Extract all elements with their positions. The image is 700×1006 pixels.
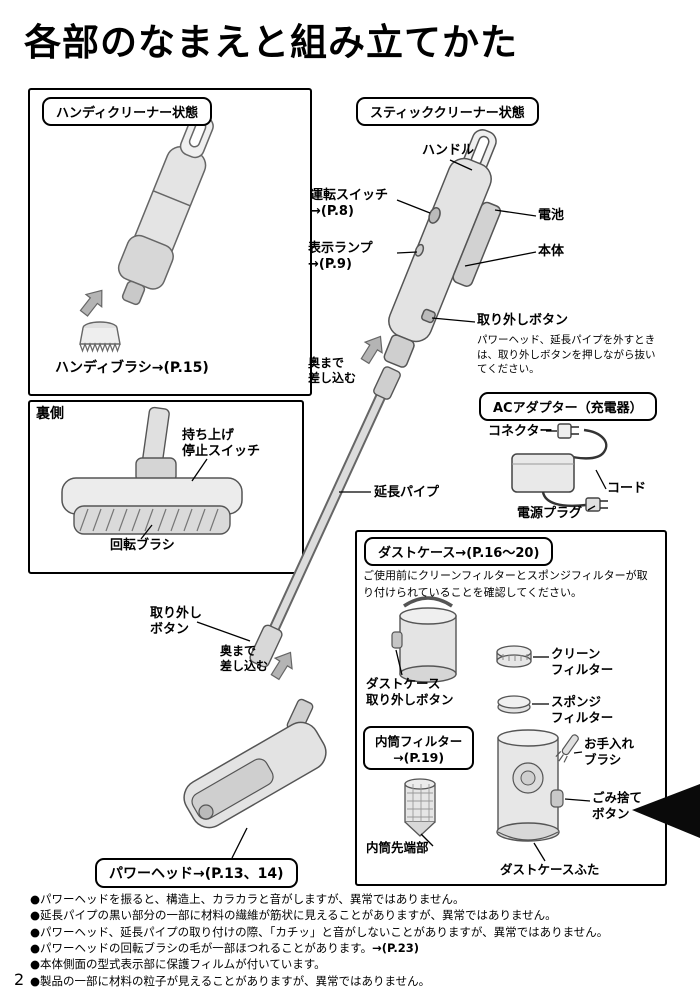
page-ref: →(P.23) [372,940,419,955]
page-number: 2 [14,970,25,989]
inner-filter-label: 内筒フィルター →(P.19) [363,726,475,770]
dust-case-release-button-label: ダストケース 取り外しボタン [366,676,454,707]
power-switch-label: 運転スイッチ →(P.8) [310,188,389,220]
handy-section-frame [28,88,312,396]
indicator-lamp-label: 表示ランプ →(P.9) [308,241,373,273]
battery-label: 電池 [538,208,565,223]
ac-adapter-title: ACアダプター（充電器） [479,392,657,421]
release-button-note: パワーヘッド、延長パイプを外すときは、取り外しボタンを押しながら抜いてください。 [477,334,656,376]
insert-arrow-icon [270,651,293,681]
inner-tip-label: 内筒先端部 [366,840,429,855]
insert-fully-top-label: 奥まで 差し込む [308,356,357,385]
dust-case-title: ダストケース→(P.16～20) [364,537,554,566]
sponge-filter-label: スポンジ フィルター [551,694,614,725]
note-line: ●本体側面の型式表示部に保護フィルムが付いています。 [30,957,326,972]
dispose-button-label: ごみ捨て ボタン [592,790,643,821]
connector-label: コネクター [488,424,553,439]
notes-section: ●パワーヘッドを振ると、構造上、カラカラと音がしますが、異常ではありません。 ●… [30,891,608,989]
note-line: ●パワーヘッド、延長パイプの取り付けの際、「カチッ」と音がしないことがありますが… [30,924,609,939]
dust-case-lid-label: ダストケースふた [500,862,600,877]
page-title: 各部のなまえと組み立てかた [24,21,518,64]
release-button-label: 取り外しボタン [477,313,569,328]
insert-arrow-icon [360,335,383,365]
power-head-illustration [183,698,327,829]
cord-label: コード [607,481,647,496]
note-line: ●延長パイプの黒い部分の一部に材料の繊維が筋状に見えることがありますが、異常では… [30,908,557,923]
power-head-label: パワーヘッド→(P.13、14) [95,858,298,888]
handy-section-title: ハンディクリーナー状態 [42,97,213,126]
back-side-title: 裏側 [36,406,64,422]
note-line: ●パワーヘッドの回転ブラシの毛が一部ほつれることがあります。→(P.23) [30,940,419,955]
stick-section-title: スティッククリーナー状態 [356,97,539,126]
handle-label: ハンドル [422,143,475,158]
note-line: ●パワーヘッドを振ると、構造上、カラカラと音がしますが、異常ではありません。 [30,892,465,906]
dust-case-description: ご使用前にクリーンフィルターとスポンジフィルターが取り付けられていることを確認し… [363,569,648,599]
care-brush-label: お手入れ ブラシ [584,736,635,767]
main-body-label: 本体 [538,244,565,259]
power-plug-label: 電源プラグ [517,506,583,521]
rotating-brush-label: 回転ブラシ [110,538,175,553]
lift-stop-switch-label: 持ち上げ 停止スイッチ [182,428,261,460]
insert-fully-bottom-label: 奥まで 差し込む [220,644,269,673]
extension-pipe-label: 延長パイプ [374,485,440,500]
handy-brush-label: ハンディブラシ→(P.15) [55,360,209,376]
note-line: ●製品の一部に材料の粒子が見えることがありますが、異常ではありません。 [30,973,431,988]
clean-filter-label: クリーン フィルター [551,646,614,677]
pipe-release-button-label: 取り外し ボタン [150,606,203,638]
